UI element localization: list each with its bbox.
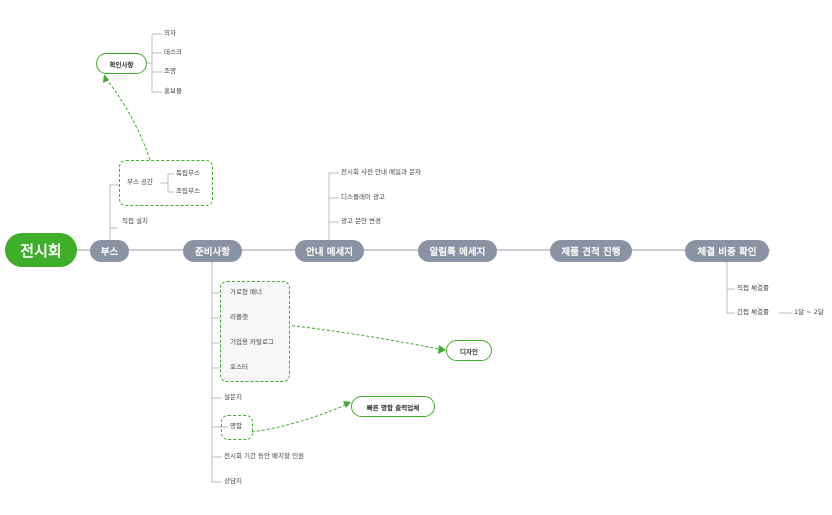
relation-arrowhead-print [343,401,351,408]
notice-item: 광고 문안 변경 [341,217,382,225]
booth-space-group [119,160,213,206]
node-check[interactable]: 확인사항 [96,53,147,74]
booth-space-item: 독립부스 [176,169,200,177]
check-item: 조명 [164,67,176,75]
design-item: 포스터 [230,363,248,371]
node-prep[interactable]: 준비사항 [183,240,242,262]
notice-item: 디스플레이 광고 [341,193,385,201]
node-contract[interactable]: 체결 비중 확인 [685,240,769,262]
relation-design [286,324,445,351]
relation-print [251,402,351,433]
contract-branch [726,261,792,314]
relation-arrowhead-check [103,74,109,83]
booth-space-fork [160,173,174,193]
check-item: 홍보물 [164,87,182,95]
staff-label: 전시회 기간 동안 배치할 인원 [224,452,305,460]
direct-install-label[interactable]: 직접 설치 [122,217,148,225]
node-alimtalk[interactable]: 알림톡 메세지 [418,240,497,262]
business-card-label: 명함 [230,422,242,430]
design-item: 가로형 배너 [230,288,262,296]
contract-period: 1달 ~ 2달 [794,308,824,316]
node-print-vendor[interactable]: 빠른 명함 출력업체 [351,396,435,417]
booth-branch [109,184,120,240]
contract-item: 직접 체결률 [737,284,769,292]
relation-space-to-check [103,75,151,161]
business-card-group [221,415,253,440]
design-item: 기업용 카탈로그 [230,338,274,346]
node-notice[interactable]: 안내 메세지 [295,240,364,262]
node-booth[interactable]: 부스 [90,240,129,262]
node-quote[interactable]: 제품 견적 진행 [550,240,632,262]
consult-label: 상담지 [224,477,242,485]
booth-space-item: 조립부스 [176,187,200,195]
design-items-group [220,281,290,382]
root-node[interactable]: 전시회 [5,233,77,267]
check-item: 의자 [164,29,176,37]
notice-branch [328,172,339,240]
booth-space-label[interactable]: 부스 공간 [127,178,153,186]
node-design[interactable]: 디자인 [446,340,492,361]
notice-item: 전시회 사전 안내 메일과 문자 [341,168,422,176]
contract-item: 간접 체결률 [737,308,769,316]
check-fork [146,33,162,93]
relation-arrowhead-design [438,345,446,354]
survey-label: 설문지 [224,393,242,401]
check-item: 데스크 [164,48,182,56]
design-item: 리플렛 [230,313,248,321]
